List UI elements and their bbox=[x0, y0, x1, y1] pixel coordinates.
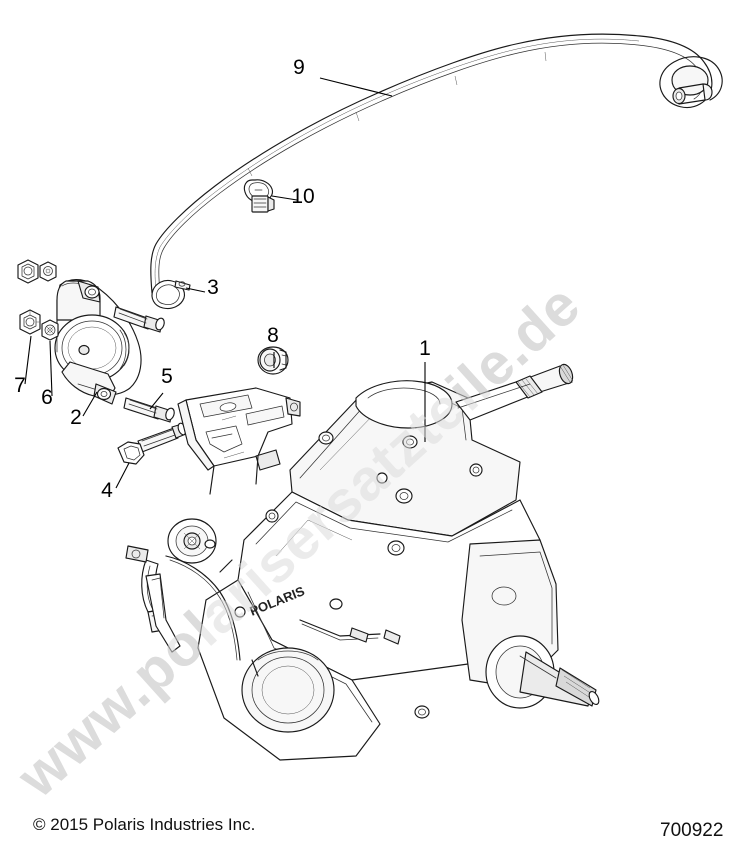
callout-9: 9 bbox=[293, 56, 305, 79]
brake-caliper-part-2 bbox=[54, 279, 142, 405]
flange-bolt-part-4 bbox=[117, 422, 187, 465]
copyright-text: © 2015 Polaris Industries Inc. bbox=[33, 815, 255, 834]
leader-lines bbox=[24, 77, 426, 489]
callout-1: 1 bbox=[419, 337, 431, 360]
hose-clamp-part-10 bbox=[243, 179, 275, 213]
vent-hose-part-9 bbox=[150, 33, 723, 303]
bolt-part-5 bbox=[123, 397, 175, 423]
callout-10: 10 bbox=[291, 185, 314, 208]
bolt-upper bbox=[113, 306, 165, 333]
callout-2: 2 bbox=[70, 406, 82, 429]
callout-5: 5 bbox=[161, 365, 173, 388]
callout-7: 7 bbox=[14, 374, 26, 397]
mounting-bracket bbox=[177, 387, 301, 495]
callout-4: 4 bbox=[101, 479, 113, 502]
fasteners-nuts-washers bbox=[17, 259, 59, 341]
footer: © 2015 Polaris Industries Inc. 700922 bbox=[33, 815, 723, 841]
callout-6: 6 bbox=[41, 386, 53, 409]
part-number-text: 700922 bbox=[660, 820, 723, 841]
callout-3: 3 bbox=[207, 276, 219, 299]
transmission-assembly-part-1: POLARIS bbox=[125, 363, 600, 761]
bushing-part-8 bbox=[257, 346, 289, 375]
callout-numbers: 1 2 3 4 5 6 7 8 9 10 bbox=[14, 56, 431, 502]
callout-8: 8 bbox=[267, 324, 279, 347]
hose-clamp-part-3 bbox=[151, 279, 191, 310]
